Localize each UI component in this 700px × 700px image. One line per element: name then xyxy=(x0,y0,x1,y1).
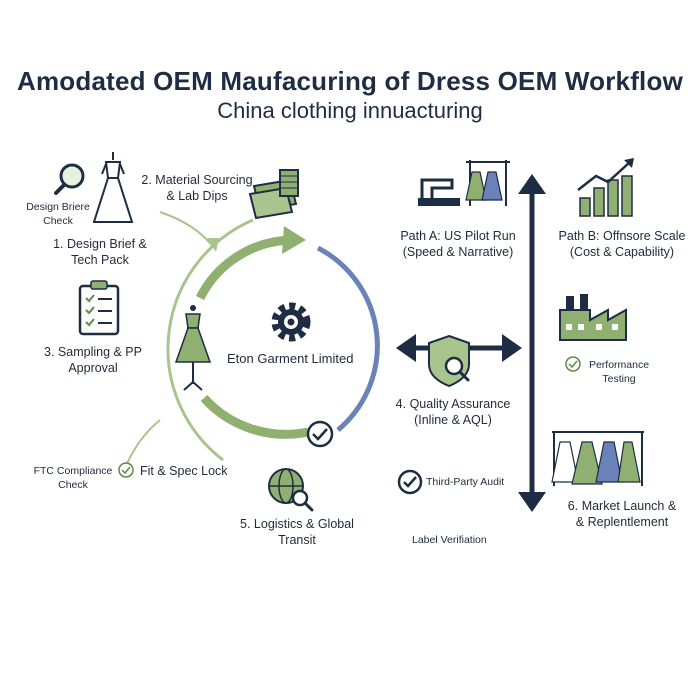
magnifier-icon xyxy=(54,163,85,195)
fit-spec-label: Fit & Spec Lock xyxy=(140,464,228,478)
quality-assurance-label: 4. Quality Assurance (Inline & AQL) xyxy=(395,397,511,427)
gear-icon xyxy=(271,302,311,342)
material-sourcing-label: 2. Material Sourcing & Lab Dips xyxy=(141,173,253,203)
mannequin-icon xyxy=(174,305,212,391)
top-green-arc xyxy=(195,235,293,301)
design-check-label: Design Briere Check xyxy=(26,201,90,227)
clipboard-icon xyxy=(78,280,120,336)
top-arc-arrowhead xyxy=(282,226,306,254)
sewing-machine-icon xyxy=(418,160,510,206)
label-verification-label: Label Verifiation xyxy=(412,534,487,546)
bar-chart-icon xyxy=(577,158,634,217)
logistics-label: 5. Logistics & Global Transit xyxy=(240,517,354,547)
check-circle-icon xyxy=(306,420,334,448)
design-brief-label: 1. Design Brief & Tech Pack xyxy=(53,237,147,267)
vertical-double-arrow xyxy=(518,174,546,512)
globe-search-icon xyxy=(268,468,314,512)
third-party-audit-label: Third-Party Audit xyxy=(426,476,505,488)
cycle-arcs xyxy=(125,211,380,467)
market-launch-label: 6. Market Launch & & Replentlement xyxy=(567,499,677,529)
bottom-green-arc xyxy=(200,394,309,439)
factory-icon xyxy=(559,294,627,341)
check-circle-icon xyxy=(565,356,581,372)
right-blue-arc xyxy=(316,245,380,432)
shield-search-icon xyxy=(428,334,470,388)
fabric-spool-icon xyxy=(248,169,299,220)
dress-form-icon xyxy=(92,152,134,223)
page-subtitle: China clothing innuacturing xyxy=(217,98,483,123)
garment-rack-icon xyxy=(551,431,644,486)
check-circle-icon xyxy=(118,462,134,478)
ftc-compliance-label: FTC Compliance Check xyxy=(33,465,113,491)
performance-testing-label: Performance Testing xyxy=(588,359,650,385)
center-company-label: Eton Garment Limited xyxy=(227,351,354,366)
path-b-label: Path B: Offnsore Scale (Cost & Capabilit… xyxy=(558,229,686,259)
path-a-label: Path A: US Pilot Run (Speed & Narrative) xyxy=(400,229,516,259)
check-circle-icon xyxy=(397,469,423,495)
page-title: Amodated OEM Maufacuring of Dress OEM Wo… xyxy=(16,66,683,96)
sampling-label: 3. Sampling & PP Approval xyxy=(44,345,142,375)
